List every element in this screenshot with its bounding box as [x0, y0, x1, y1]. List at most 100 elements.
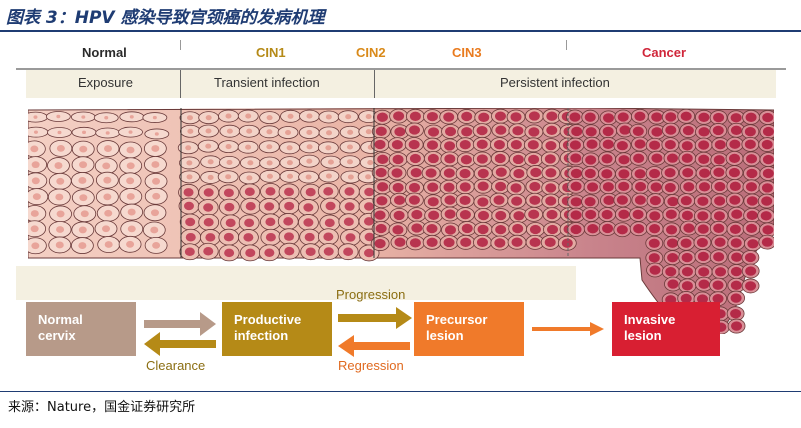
cell-nucleus	[345, 114, 352, 120]
cell-nucleus	[56, 144, 65, 152]
cell-nucleus	[585, 127, 597, 137]
cell-nucleus	[346, 144, 353, 150]
stage-cin3: CIN3	[452, 45, 482, 60]
cell-nucleus	[545, 183, 557, 193]
cell-nucleus	[225, 174, 232, 180]
cell-nucleus	[544, 237, 556, 247]
cell-nucleus	[326, 130, 333, 136]
cell-nucleus	[287, 113, 294, 119]
cell-nucleus	[618, 209, 630, 219]
cell-nucleus	[666, 238, 678, 248]
cell-nucleus	[343, 217, 354, 226]
cell-nucleus	[183, 188, 194, 197]
cell-nucleus	[203, 203, 214, 212]
cell-nucleus	[545, 196, 557, 206]
cell-nucleus	[82, 130, 87, 135]
cell-nucleus	[347, 129, 354, 135]
cell-nucleus	[376, 196, 388, 206]
cell-nucleus	[602, 182, 614, 192]
cell-nucleus	[184, 247, 195, 257]
cell-nucleus	[460, 155, 472, 165]
cell-nucleus	[651, 112, 663, 122]
cell-nucleus	[375, 223, 387, 234]
figure-title: 图表 3：HPV 感染导致宫颈癌的发病机理	[6, 8, 325, 28]
cell-nucleus	[570, 210, 582, 220]
cell-nucleus	[584, 168, 596, 179]
cell-nucleus	[545, 140, 557, 151]
cell-nucleus	[649, 265, 661, 275]
cervical-tissue-illustration	[28, 108, 774, 334]
cell-nucleus	[365, 174, 372, 180]
cell-nucleus	[729, 153, 741, 164]
cell-nucleus	[127, 208, 136, 216]
cell-nucleus	[343, 247, 354, 256]
cell-nucleus	[225, 113, 232, 119]
normal-cervix-box: Normal cervix	[26, 302, 136, 356]
cell-nucleus	[682, 168, 694, 178]
cell-cluster	[28, 108, 774, 334]
cell-nucleus	[761, 183, 773, 193]
cell-nucleus	[345, 233, 356, 242]
cell-nucleus	[746, 223, 758, 234]
cell-nucleus	[715, 267, 727, 277]
source-note: 来源：Nature，国金证券研究所	[8, 400, 196, 415]
cell-nucleus	[150, 226, 159, 234]
cell-nucleus	[104, 145, 113, 152]
cell-nucleus	[410, 167, 422, 178]
cell-nucleus	[266, 129, 273, 135]
cell-nucleus	[459, 168, 471, 179]
cell-nucleus	[527, 140, 539, 150]
cell-nucleus	[561, 238, 573, 248]
cell-nucleus	[632, 126, 644, 136]
cell-nucleus	[729, 224, 741, 234]
cell-nucleus	[425, 168, 437, 178]
cell-nucleus	[602, 139, 614, 149]
cell-nucleus	[665, 209, 677, 220]
cell-nucleus	[698, 154, 710, 164]
cell-nucleus	[476, 237, 488, 248]
cell-nucleus	[394, 237, 406, 247]
precursor-lesion-box: Precursor lesion	[414, 302, 524, 356]
cell-nucleus	[495, 181, 507, 192]
cell-nucleus	[150, 209, 159, 217]
cell-nucleus	[55, 193, 64, 201]
cell-nucleus	[665, 267, 677, 277]
cell-nucleus	[363, 217, 374, 226]
cell-nucleus	[186, 115, 193, 121]
cell-nucleus	[303, 203, 314, 212]
cell-nucleus	[375, 126, 387, 137]
cell-nucleus	[79, 194, 88, 202]
infection-divider	[180, 70, 181, 98]
cell-nucleus	[529, 195, 541, 205]
cell-nucleus	[633, 153, 645, 163]
cell-nucleus	[714, 196, 726, 206]
cell-nucleus	[443, 237, 455, 248]
cell-nucleus	[444, 209, 456, 219]
cell-nucleus	[683, 223, 695, 233]
cell-nucleus	[601, 169, 613, 179]
cell-nucleus	[80, 210, 89, 218]
cell-nucleus	[697, 196, 709, 206]
cell-nucleus	[151, 145, 160, 152]
cell-nucleus	[512, 223, 524, 234]
cell-nucleus	[476, 125, 488, 136]
cell-nucleus	[730, 125, 742, 135]
cell-nucleus	[304, 232, 315, 242]
cell-nucleus	[618, 181, 630, 192]
cell-nucleus	[762, 225, 774, 235]
cell-nucleus	[510, 183, 522, 193]
cell-nucleus	[730, 113, 742, 123]
cell-nucleus	[494, 153, 506, 164]
cell-nucleus	[681, 153, 693, 163]
cell-nucleus	[713, 112, 725, 123]
cell-nucleus	[570, 181, 582, 191]
cell-nucleus	[649, 140, 661, 150]
cell-nucleus	[634, 139, 646, 149]
cell-nucleus	[665, 125, 677, 135]
cell-nucleus	[744, 139, 756, 150]
cell-nucleus	[392, 225, 404, 235]
cell-nucleus	[427, 182, 439, 192]
cell-nucleus	[493, 195, 505, 205]
cell-nucleus	[680, 195, 692, 206]
cell-nucleus	[634, 195, 646, 205]
